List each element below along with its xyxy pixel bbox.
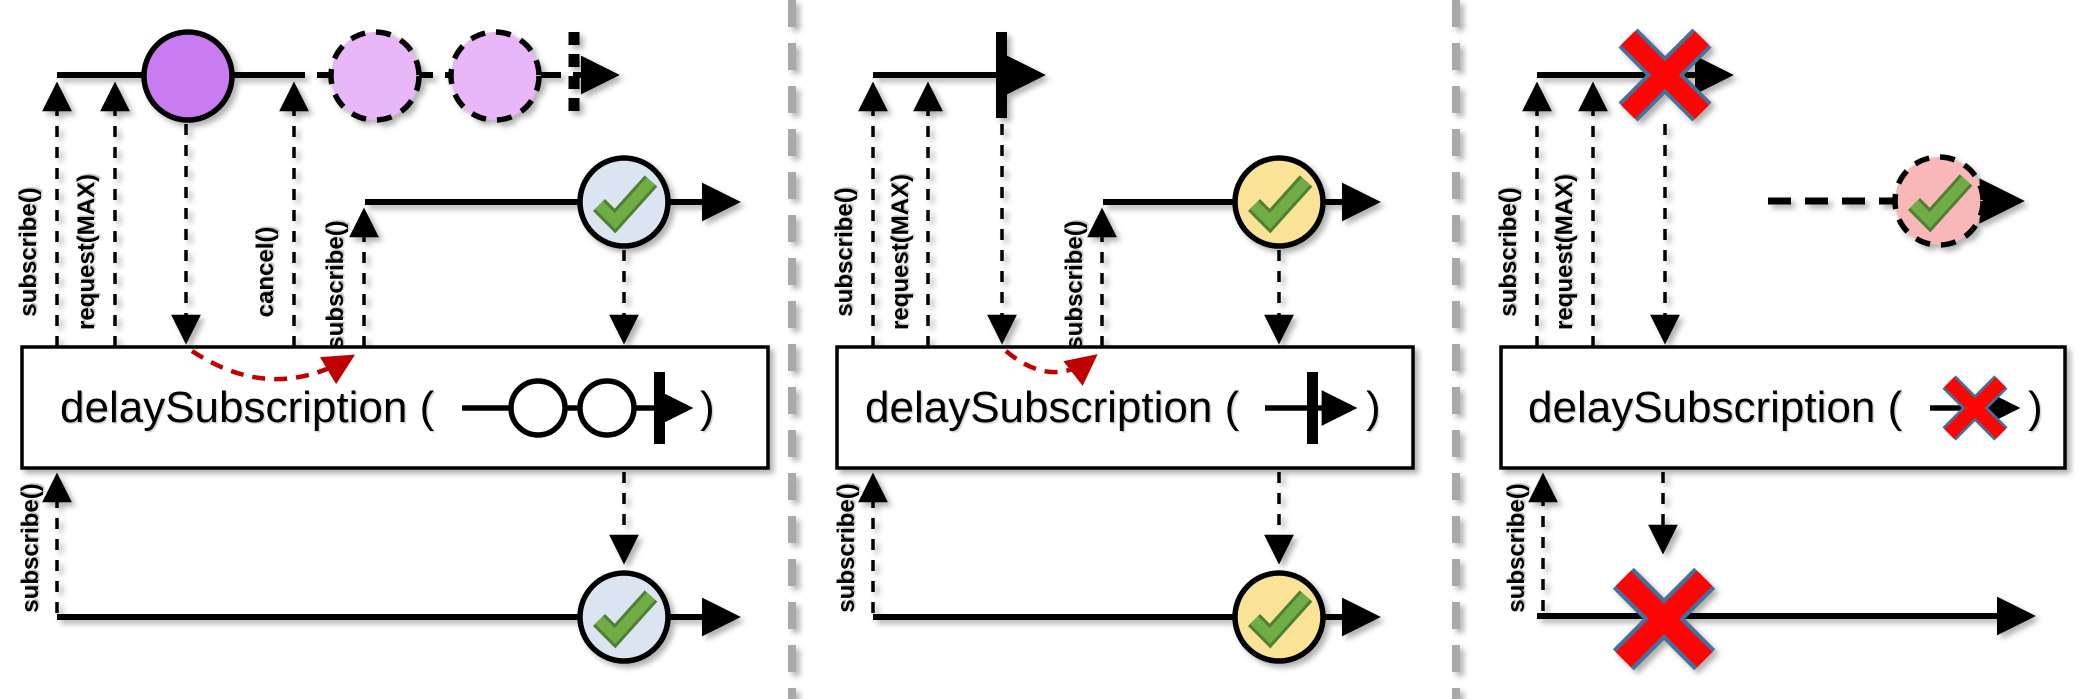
p2-operator-box (835, 345, 1415, 470)
p2-request-max-label: request(MAX) (887, 173, 914, 331)
p1-subscribe-main-label: subscribe() (322, 220, 349, 350)
p1-arg-marble-2 (577, 378, 637, 438)
p1-other-value-marble (141, 29, 235, 123)
panel-2-other-completes (835, 32, 1415, 664)
p2-operator-close-paren: ) (1366, 383, 1381, 432)
p3-subscribe-output-label: subscribe() (1503, 483, 1530, 613)
p1-subscribe-source-label: subscribe() (15, 187, 42, 317)
p3-subscribe-source-label: subscribe() (1495, 187, 1522, 317)
p2-operator-label: delaySubscription ( (865, 383, 1240, 432)
p3-operator-label: delaySubscription ( (1528, 383, 1903, 432)
p2-arg-complete-bar (1307, 372, 1318, 444)
p1-operator-label: delaySubscription ( (60, 383, 435, 432)
p2-subscribe-output-label: subscribe() (833, 483, 860, 613)
p1-request-max-label: request(MAX) (73, 173, 100, 331)
p1-other-ghost-marble-1 (328, 29, 422, 123)
p2-subscribe-source-label: subscribe() (831, 187, 858, 317)
p1-operator-close-paren: ) (700, 383, 715, 432)
p3-operator-close-paren: ) (2028, 383, 2043, 432)
p1-arg-marble-1 (508, 378, 568, 438)
panel-1-other-emits (20, 29, 770, 664)
p3-request-max-label: request(MAX) (1551, 173, 1578, 331)
p2-subscribe-main-label: subscribe() (1061, 220, 1088, 350)
p1-arg-complete-bar (654, 372, 665, 444)
p1-other-ghost-marble-2 (448, 29, 542, 123)
panel-3-other-errors (1499, 38, 2067, 660)
p2-other-complete-bar (996, 32, 1007, 118)
p1-subscribe-output-label: subscribe() (17, 483, 44, 613)
p1-cancel-label: cancel() (252, 226, 279, 318)
p2-trigger-arc (1004, 349, 1098, 386)
